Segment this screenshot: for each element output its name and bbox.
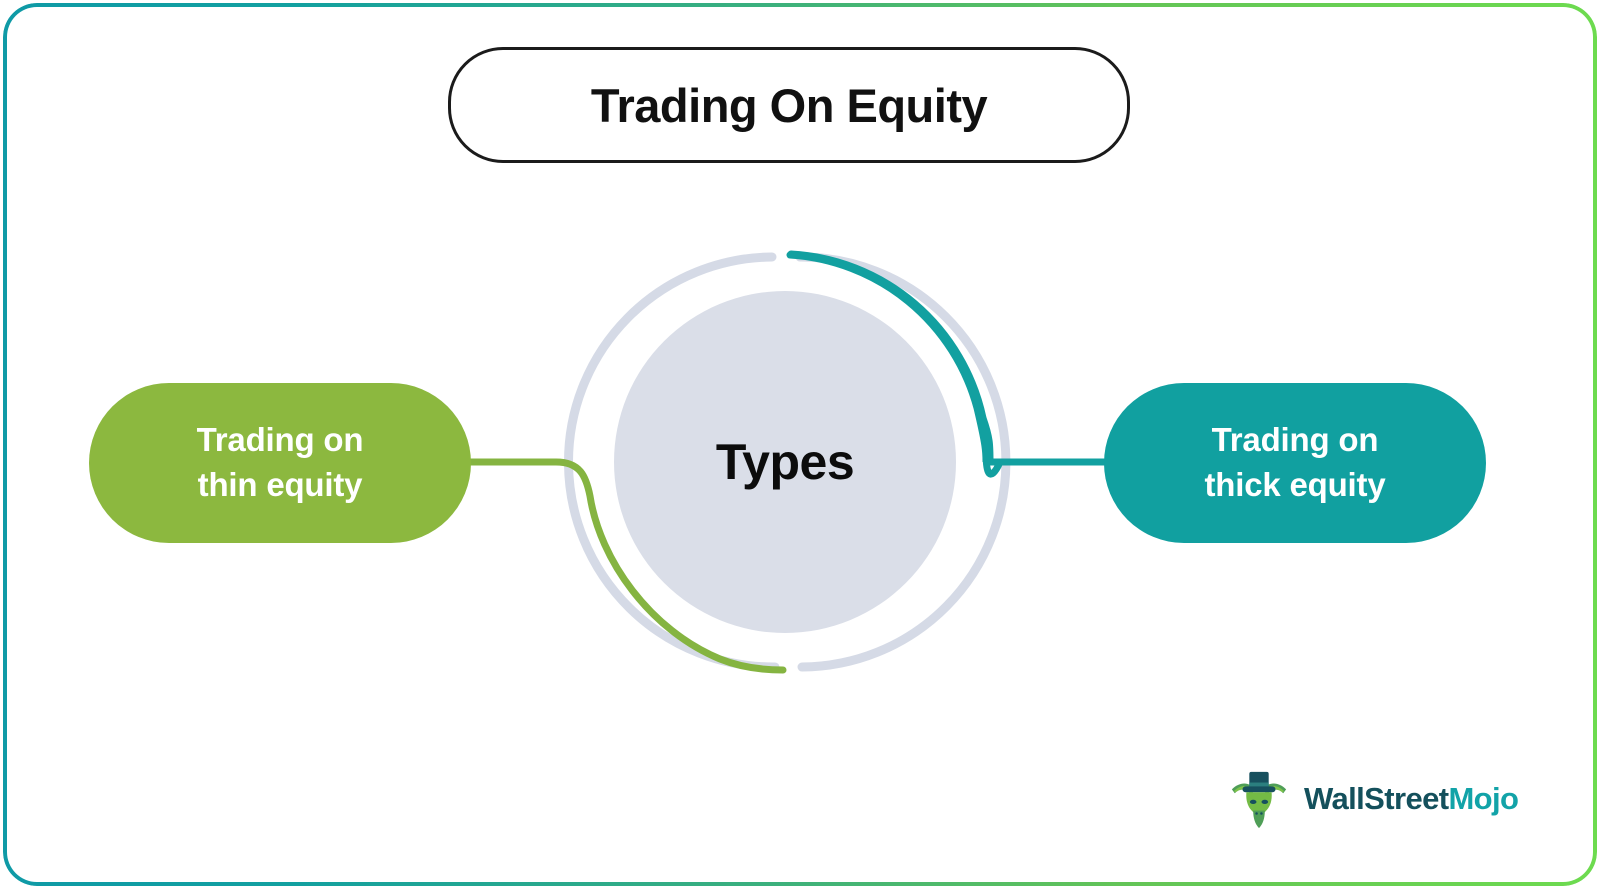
connector-left-green: [467, 458, 787, 674]
branch-thin-line1: Trading on: [196, 421, 364, 459]
hub-circle: [614, 291, 956, 633]
branch-thin-line2: thin equity: [197, 466, 363, 503]
branch-node-thin-equity[interactable]: Trading on thin equity: [89, 383, 471, 543]
branch-thick-line1: Trading on: [1211, 421, 1379, 459]
page-title-pill: Trading On Equity: [448, 47, 1130, 163]
branch-thick-line2: thick equity: [1204, 466, 1386, 503]
bull-with-tophat-icon: [1231, 771, 1287, 829]
brand-text-mojo: Mojo: [1448, 781, 1519, 816]
brand-logo[interactable]: WallStreetMojo: [1228, 766, 1519, 832]
branch-label-thin-equity: Trading on thin equity: [197, 418, 364, 508]
connector-right-teal-main: [787, 250, 1108, 466]
branch-label-thick-equity: Trading on thick equity: [1205, 418, 1386, 508]
brand-wordmark: WallStreetMojo: [1304, 781, 1519, 817]
brand-text-wallstreet: WallStreet: [1304, 781, 1449, 816]
branch-node-thick-equity[interactable]: Trading on thick equity: [1104, 383, 1486, 543]
page-title: Trading On Equity: [590, 78, 988, 132]
